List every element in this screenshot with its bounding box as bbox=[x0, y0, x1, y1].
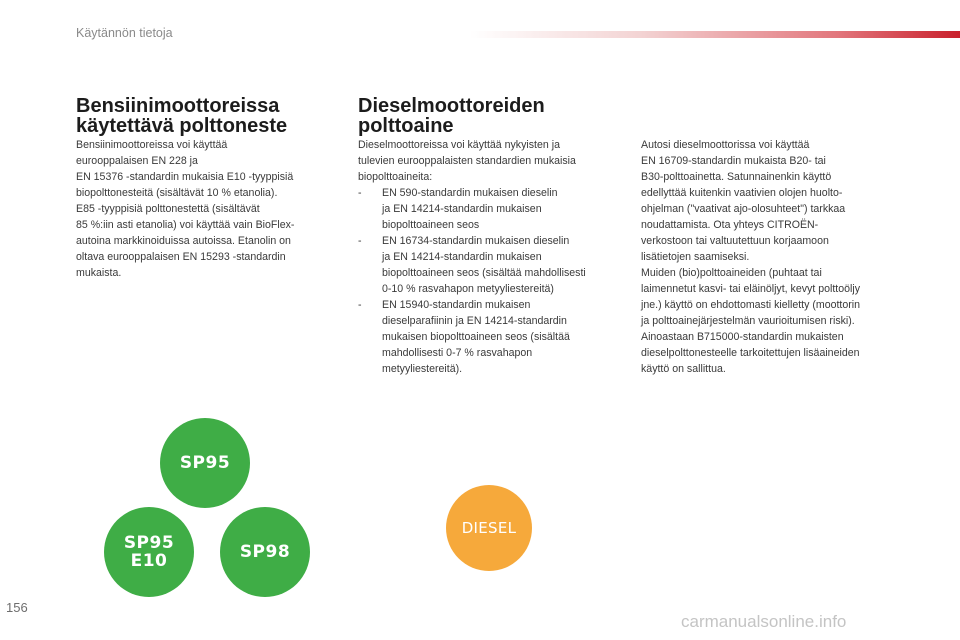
text-line: Autosi dieselmoottorissa voi käyttää bbox=[641, 139, 810, 151]
text-line: Muiden (bio)polttoaineiden (puhtaat tai bbox=[641, 267, 822, 279]
text-line: jne.) käyttö on ehdottomasti kielletty (… bbox=[641, 299, 861, 311]
diesel-right-text: Autosi dieselmoottorissa voi käyttää EN … bbox=[641, 137, 860, 377]
text-line: B30-polttoainetta. Satunnainenkin käyttö bbox=[641, 171, 832, 183]
text-line: oltava eurooppalaisen EN 15293 -standard… bbox=[76, 251, 286, 263]
header-accent-bar bbox=[470, 31, 960, 38]
sp98-badge: SP98 bbox=[220, 507, 310, 597]
text-line: laimennetut kasvi- tai eläinöljyt, kevyt… bbox=[641, 283, 861, 295]
text-line: ohjelman ("vaativat ajo-olosuhteet") tar… bbox=[641, 203, 846, 215]
text-line: E85 -tyyppisiä polttonestettä (sisältävä… bbox=[76, 203, 260, 215]
list-item-line: mahdollisesti 0-7 % rasvahapon bbox=[382, 347, 533, 359]
text-line: EN 16709-standardin mukaista B20- tai bbox=[641, 155, 826, 167]
sp95-e10-badge: SP95 E10 bbox=[104, 507, 194, 597]
list-item-line: biopolttoaineen seos bbox=[382, 219, 480, 231]
watermark: carmanualsonline.info bbox=[681, 612, 847, 631]
diesel-text: Dieselmoottoreissa voi käyttää nykyisten… bbox=[358, 137, 586, 377]
list-item-line: dieselparafiinin ja EN 14214-standardin bbox=[382, 315, 567, 327]
text-line: eurooppalaisen EN 228 ja bbox=[76, 155, 198, 167]
text-line: edellyttää kuitenkin vaativien olojen hu… bbox=[641, 187, 843, 199]
text-line: Bensiinimoottoreissa voi käyttää bbox=[76, 139, 228, 151]
sp95-badge: SP95 bbox=[160, 418, 250, 508]
diesel-badge: DIESEL bbox=[446, 485, 532, 571]
text-line: ja polttoainejärjestelmän vaurioitumisen… bbox=[641, 315, 855, 327]
text-line: noudattamista. Ota yhteys CITROËN- bbox=[641, 219, 819, 231]
text-line: EN 15376 -standardin mukaisia E10 -tyypp… bbox=[76, 171, 294, 183]
list-item: -EN 16734-standardin mukaisen dieselin bbox=[358, 235, 570, 247]
text-line: käyttö on sallittua. bbox=[641, 363, 726, 375]
text-line: dieselpolttonesteelle tarkoitettujen lis… bbox=[641, 347, 860, 359]
text-line: biopolttoaineita: bbox=[358, 171, 433, 183]
list-item-line: 0-10 % rasvahapon metyyliestereitä) bbox=[382, 283, 554, 295]
text-line: verkostoon tai valtuutettuun korjaamoon bbox=[641, 235, 829, 247]
page-number: 156 bbox=[6, 600, 28, 615]
text-line: autoina markkinoiduissa autoissa. Etanol… bbox=[76, 235, 291, 247]
text-line: tulevien eurooppalaisten standardien muk… bbox=[358, 155, 576, 167]
list-item-line: ja EN 14214-standardin mukaisen bbox=[382, 203, 542, 215]
list-item-line: mukaisen biopolttoaineen seos (sisältää bbox=[382, 331, 570, 343]
text-line: Dieselmoottoreissa voi käyttää nykyisten… bbox=[358, 139, 560, 151]
list-item: -EN 15940-standardin mukaisen bbox=[358, 299, 531, 311]
list-item: -EN 590-standardin mukaisen dieselin bbox=[358, 187, 558, 199]
text-line: 85 %:iin asti etanolia) voi käyttää vain… bbox=[76, 219, 295, 231]
list-item-line: ja EN 14214-standardin mukaisen bbox=[382, 251, 542, 263]
text-line: mukaista. bbox=[76, 267, 122, 279]
text-line: lisätietojen saamiseksi. bbox=[641, 251, 750, 263]
section-title: Käytännön tietoja bbox=[76, 26, 173, 40]
diesel-heading: Dieselmoottoreiden polttoaine bbox=[358, 95, 545, 137]
text-line: Ainoastaan B715000-standardin mukaisten bbox=[641, 331, 844, 343]
list-item-line: biopolttoaineen seos (sisältää mahdollis… bbox=[382, 267, 586, 279]
text-line: biopolttonesteitä (sisältävät 10 % etano… bbox=[76, 187, 278, 199]
petrol-text: Bensiinimoottoreissa voi käyttää euroopp… bbox=[76, 137, 294, 281]
petrol-heading: Bensiinimoottoreissa käytettävä polttone… bbox=[76, 95, 288, 137]
list-item-line: metyyliestereitä). bbox=[382, 363, 463, 375]
